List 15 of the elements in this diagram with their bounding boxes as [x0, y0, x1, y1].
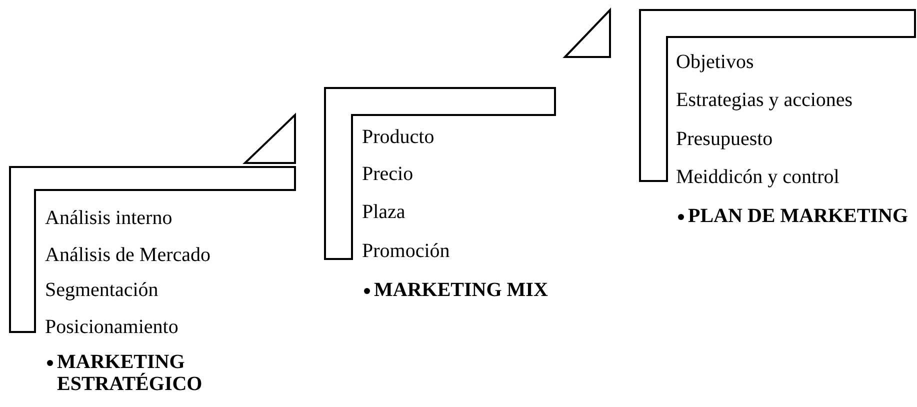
list-item: Plaza [362, 200, 406, 224]
list-item: Producto [362, 125, 434, 149]
list-item: Objetivos [676, 50, 754, 74]
section-heading: MARKETING MIX [374, 279, 549, 301]
list-item: Promoción [362, 239, 450, 263]
list-item: Posicionamiento [45, 315, 178, 339]
list-item: Estrategias y acciones [676, 88, 853, 112]
list-item: Análisis interno [45, 206, 172, 230]
section-heading: PLAN DE MARKETING [688, 205, 910, 227]
section-heading: MARKETING ESTRATÉGICO [57, 351, 204, 395]
list-item: Meiddicón y control [676, 165, 840, 189]
list-item: Análisis de Mercado [45, 243, 211, 267]
list-item: Segmentación [45, 278, 158, 302]
list-item: Precio [362, 162, 414, 186]
list-item: Presupuesto [676, 127, 773, 151]
